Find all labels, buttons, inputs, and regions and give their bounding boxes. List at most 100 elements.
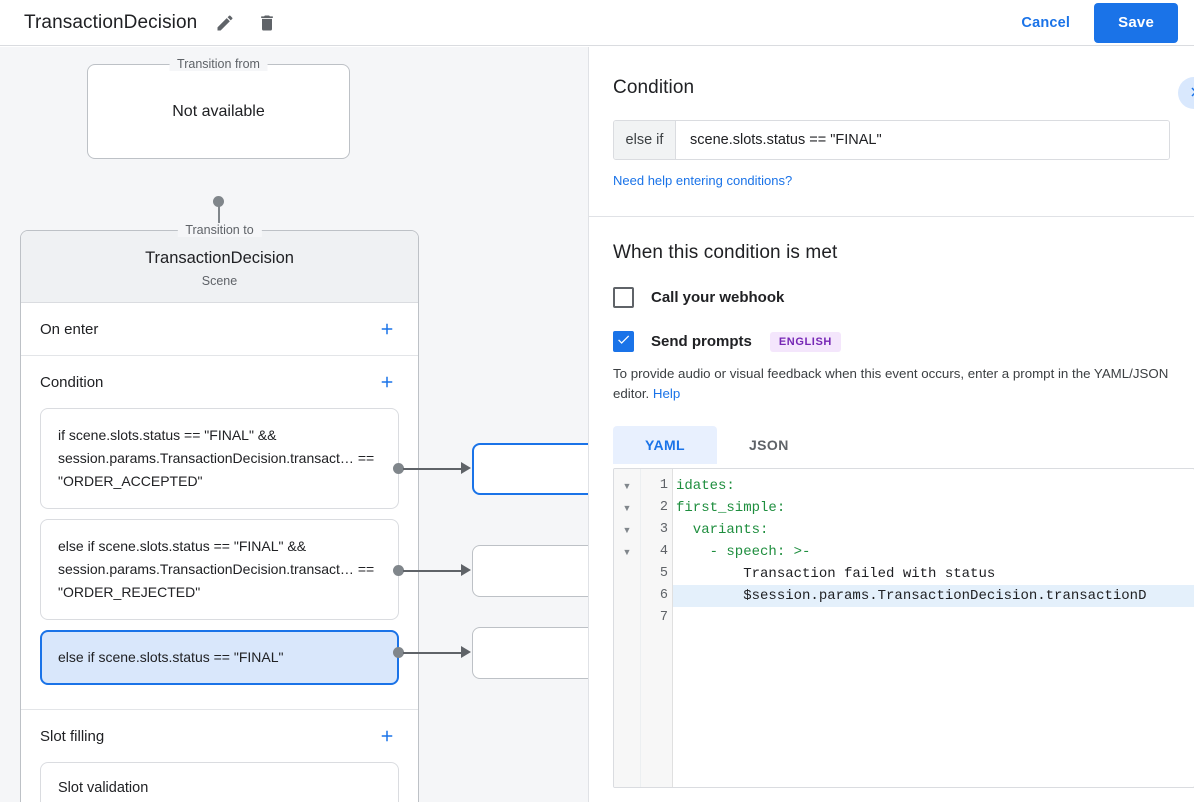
transition-from-value: Not available bbox=[172, 102, 265, 120]
code-line[interactable]: variants: bbox=[676, 522, 769, 538]
connector-dot bbox=[393, 463, 404, 474]
line-number: 6 bbox=[659, 588, 668, 603]
section-on-enter: On enter bbox=[21, 303, 418, 356]
flow-arrow-dot bbox=[213, 196, 224, 207]
tab-json[interactable]: JSON bbox=[717, 426, 821, 464]
call-webhook-row[interactable]: Call your webhook bbox=[613, 287, 1170, 308]
transition-from-box: Transition from Not available bbox=[87, 57, 350, 159]
fold-toggle-icon[interactable]: ▼ bbox=[622, 547, 632, 557]
connector-arrowhead bbox=[461, 462, 471, 474]
connector-dot bbox=[393, 565, 404, 576]
condition-input-row[interactable]: else if bbox=[613, 120, 1170, 160]
send-prompts-checkbox[interactable] bbox=[613, 331, 634, 352]
plus-icon bbox=[378, 320, 396, 338]
connector-dot bbox=[393, 647, 404, 658]
connector-arrowhead bbox=[461, 564, 471, 576]
plus-icon bbox=[378, 727, 396, 745]
scene-type: Scene bbox=[201, 274, 238, 288]
send-prompts-row[interactable]: Send prompts ENGLISH bbox=[613, 331, 1170, 352]
transition-target-box-3[interactable] bbox=[472, 627, 588, 679]
transition-to-legend: Transition to bbox=[177, 223, 262, 237]
language-badge: ENGLISH bbox=[769, 331, 841, 352]
section-on-enter-header: On enter bbox=[40, 303, 399, 355]
help-link[interactable]: Help bbox=[652, 386, 681, 401]
scene-graph-canvas[interactable]: Transition from Not available Transition… bbox=[0, 47, 588, 802]
scene-name: TransactionDecision bbox=[145, 249, 294, 267]
send-prompts-label: Send prompts bbox=[651, 333, 752, 350]
cancel-button[interactable]: Cancel bbox=[1007, 7, 1084, 39]
fold-spacer bbox=[614, 607, 640, 629]
trash-icon bbox=[257, 13, 277, 33]
top-app-bar: TransactionDecision Cancel Save bbox=[0, 0, 1194, 46]
line-number: 3 bbox=[659, 522, 668, 537]
condition-list: if scene.slots.status == "FINAL" && sess… bbox=[40, 408, 399, 709]
save-button[interactable]: Save bbox=[1094, 2, 1178, 43]
transition-target-box-1[interactable] bbox=[472, 443, 588, 495]
code-content[interactable]: idates: first_simple: variants: - speech… bbox=[673, 469, 1194, 787]
section-condition-title: Condition bbox=[40, 373, 104, 391]
fold-toggle-icon[interactable]: ▼ bbox=[622, 525, 632, 535]
pencil-icon bbox=[215, 13, 235, 33]
condition-input[interactable] bbox=[676, 121, 1169, 159]
add-on-enter-button[interactable] bbox=[375, 317, 399, 341]
code-line[interactable]: Transaction failed with status bbox=[676, 566, 996, 582]
chevron-right-icon bbox=[1185, 83, 1194, 104]
section-on-enter-title: On enter bbox=[40, 320, 99, 338]
tab-yaml[interactable]: YAML bbox=[613, 426, 717, 464]
code-line-numbers: 1 2 3 4 5 6 7 bbox=[641, 469, 673, 787]
code-line-highlighted[interactable]: $session.params.TransactionDecision.tran… bbox=[673, 585, 1194, 607]
connector-line bbox=[403, 652, 465, 654]
section-condition: Condition if scene.slots.status == "FINA… bbox=[21, 356, 418, 710]
code-line[interactable]: idates: bbox=[676, 478, 735, 494]
transition-from-legend: Transition from bbox=[169, 57, 268, 71]
connector-arrowhead bbox=[461, 646, 471, 658]
condition-details-panel: Condition else if Need help entering con… bbox=[588, 47, 1194, 802]
edit-name-button[interactable] bbox=[211, 9, 239, 37]
condition-item[interactable]: if scene.slots.status == "FINAL" && sess… bbox=[40, 408, 399, 509]
section-condition-header: Condition bbox=[40, 356, 399, 408]
prompts-hint-body: To provide audio or visual feedback when… bbox=[613, 366, 1169, 401]
line-number: 5 bbox=[659, 566, 668, 581]
call-webhook-checkbox[interactable] bbox=[613, 287, 634, 308]
line-number: 4 bbox=[659, 544, 668, 559]
add-slot-filling-button[interactable] bbox=[375, 724, 399, 748]
slot-filling-list: Slot validation bbox=[40, 762, 399, 802]
line-number: 1 bbox=[659, 478, 668, 493]
condition-heading: Condition bbox=[613, 77, 695, 98]
condition-section: Condition else if Need help entering con… bbox=[589, 47, 1194, 217]
condition-connector-3 bbox=[393, 646, 588, 659]
editor-format-tabs: YAML JSON bbox=[613, 426, 1170, 464]
slot-validation-item[interactable]: Slot validation bbox=[40, 762, 399, 802]
section-slot-filling-title: Slot filling bbox=[40, 727, 105, 745]
when-condition-met-heading: When this condition is met bbox=[613, 242, 838, 263]
delete-button[interactable] bbox=[253, 9, 281, 37]
code-editor[interactable]: ▼ ▼ ▼ ▼ 1 2 3 4 5 6 7 idates: first_simp… bbox=[613, 468, 1194, 788]
plus-icon bbox=[378, 373, 396, 391]
condition-item[interactable]: else if scene.slots.status == "FINAL" &&… bbox=[40, 519, 399, 620]
fold-toggle-icon[interactable]: ▼ bbox=[622, 481, 632, 491]
scene-card-header: Transition to TransactionDecision Scene bbox=[21, 223, 418, 303]
fold-spacer bbox=[614, 563, 640, 585]
condition-item-selected[interactable]: else if scene.slots.status == "FINAL" bbox=[40, 630, 399, 685]
checkmark-icon bbox=[616, 332, 631, 352]
transition-target-box-2[interactable] bbox=[472, 545, 588, 597]
code-line[interactable]: first_simple: bbox=[676, 500, 786, 516]
call-webhook-label: Call your webhook bbox=[651, 289, 785, 306]
line-number: 7 bbox=[659, 610, 668, 625]
connector-line bbox=[403, 468, 465, 470]
collapse-panel-button[interactable] bbox=[1178, 77, 1194, 109]
connector-line bbox=[403, 570, 465, 572]
need-help-conditions-link[interactable]: Need help entering conditions? bbox=[613, 173, 793, 188]
add-condition-button[interactable] bbox=[375, 370, 399, 394]
condition-connector-1 bbox=[393, 462, 588, 475]
code-line[interactable] bbox=[673, 607, 1194, 629]
fold-toggle-icon[interactable]: ▼ bbox=[622, 503, 632, 513]
prompts-hint-text: To provide audio or visual feedback when… bbox=[613, 364, 1169, 404]
page-title: TransactionDecision bbox=[24, 11, 198, 33]
scene-card: Transition to TransactionDecision Scene … bbox=[20, 223, 419, 802]
when-condition-met-section: When this condition is met Call your web… bbox=[589, 217, 1194, 788]
code-fold-column[interactable]: ▼ ▼ ▼ ▼ bbox=[614, 469, 641, 787]
code-line[interactable]: - speech: >- bbox=[676, 544, 811, 560]
section-slot-filling-header: Slot filling bbox=[40, 710, 399, 762]
line-number: 2 bbox=[659, 500, 668, 515]
